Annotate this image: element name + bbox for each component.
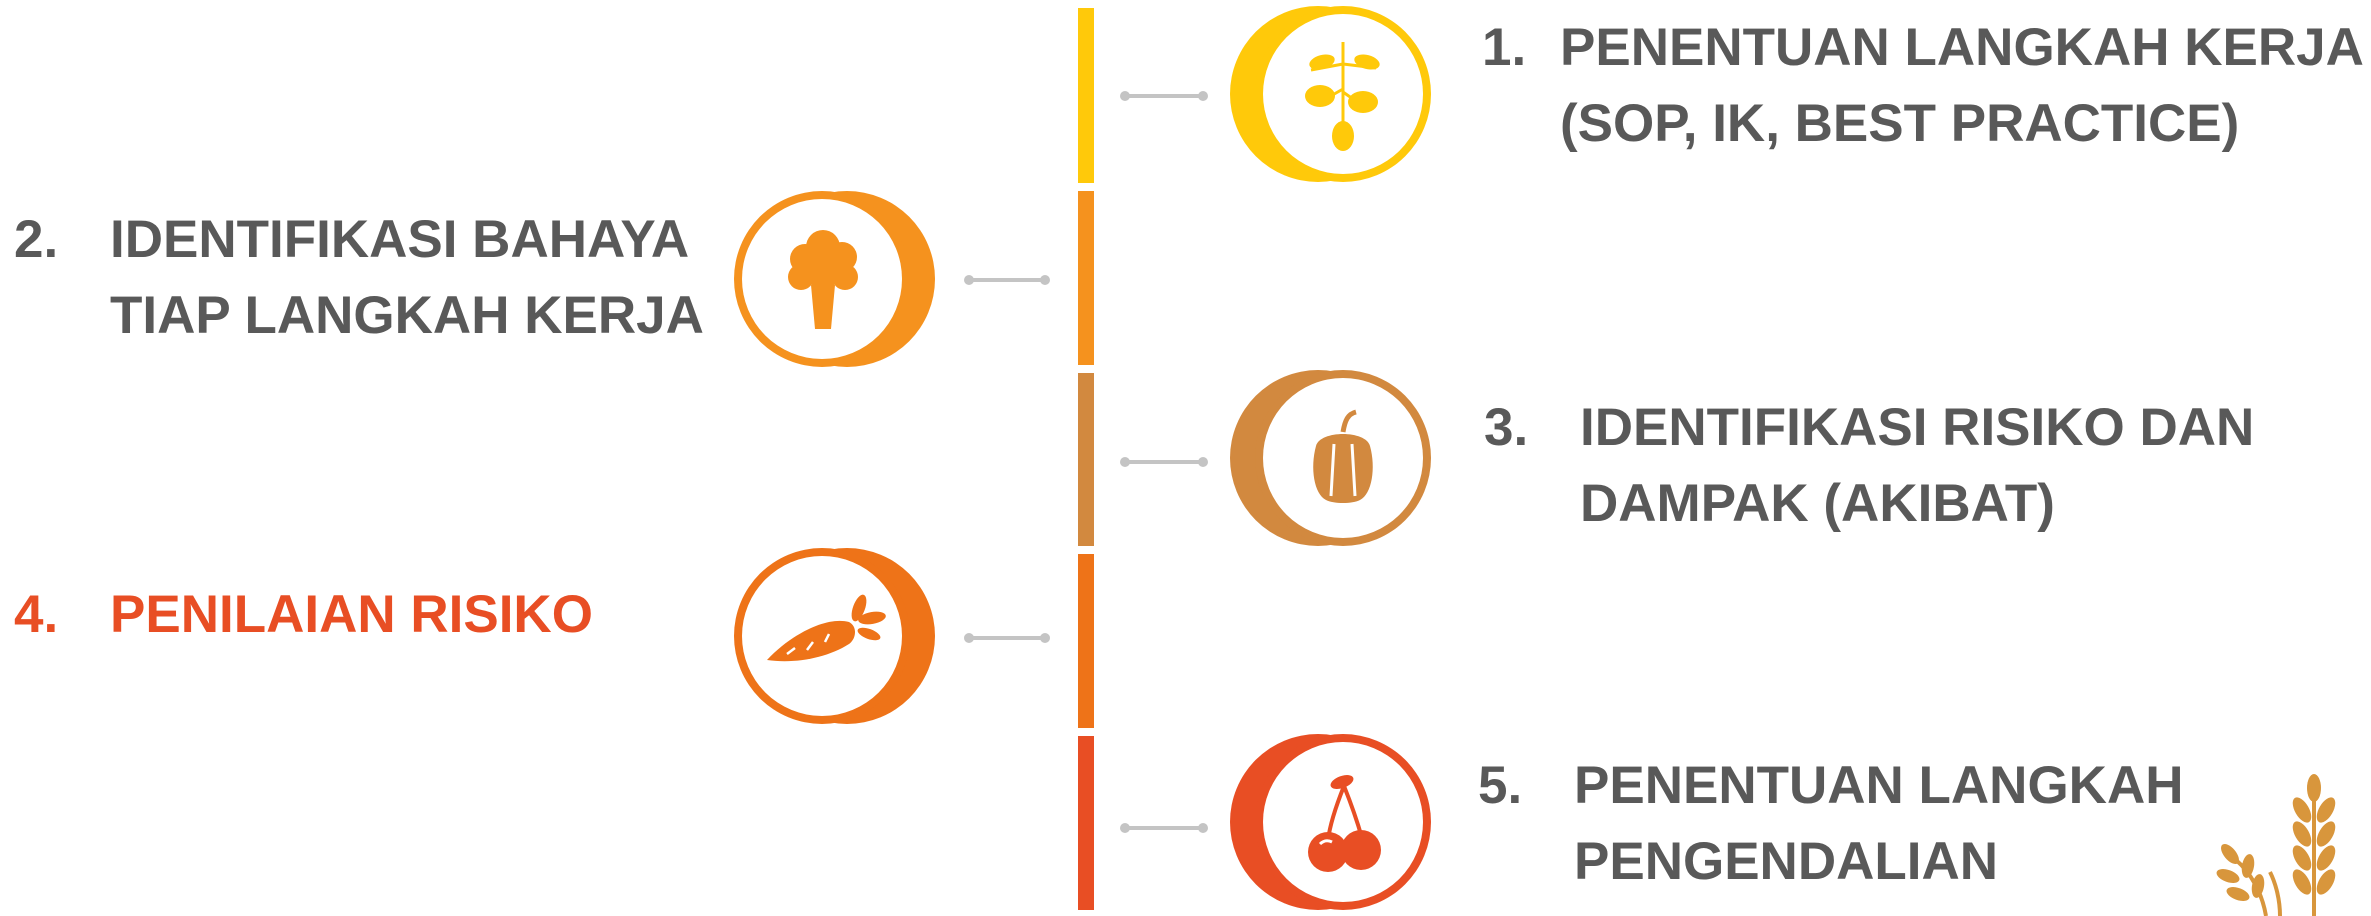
cherry-icon (1308, 775, 1381, 872)
connector-1 (1120, 91, 1208, 101)
step-1-badge (1228, 4, 1438, 184)
carrot-icon (767, 594, 886, 662)
step-5-line-1: PENENTUAN LANGKAH (1574, 756, 2184, 815)
timeline-segment-1 (1078, 8, 1094, 183)
timeline-segment-4 (1078, 554, 1094, 728)
connector-5 (1120, 823, 1208, 833)
step-2-badge (727, 189, 937, 369)
timeline-segment-3 (1078, 373, 1094, 546)
step-5-number: 5. (1478, 756, 1523, 815)
step-1-line-1: PENENTUAN LANGKAH KERJA (1560, 18, 2364, 77)
step-3-line-2: DAMPAK (AKIBAT) (1580, 474, 2055, 533)
timeline-segment-5 (1078, 736, 1094, 910)
step-1-line-2: (SOP, IK, BEST PRACTICE) (1560, 94, 2240, 153)
step-3-number: 3. (1484, 398, 1529, 457)
step-5-line-2: PENGENDALIAN (1574, 832, 1999, 891)
step-2-text: 2. IDENTIFIKASI BAHAYA TIAP LANGKAH KERJ… (14, 202, 714, 354)
wheat-icon (2216, 774, 2336, 916)
step-4-badge (727, 546, 937, 726)
step-3-badge (1228, 368, 1438, 548)
olive-branch-icon (1305, 42, 1380, 151)
connector-2 (964, 275, 1050, 285)
connector-3 (1120, 457, 1208, 467)
step-1-number: 1. (1482, 18, 1527, 77)
timeline-segment-2 (1078, 191, 1094, 365)
step-5-badge (1228, 732, 1438, 912)
step-1-text: 1. PENENTUAN LANGKAH KERJA (SOP, IK, BES… (1482, 10, 2364, 162)
broccoli-icon (788, 230, 858, 329)
step-4-text: 4. PENILAIAN RISIKO (14, 577, 654, 653)
bell-pepper-icon (1313, 409, 1373, 503)
step-5-text: 5. PENENTUAN LANGKAH PENGENDALIAN (1478, 748, 2238, 900)
step-2-number: 2. (14, 210, 59, 269)
step-4-number: 4. (14, 585, 59, 644)
step-4-line-1: PENILAIAN RISIKO (110, 585, 593, 644)
step-2-line-2: TIAP LANGKAH KERJA (110, 286, 704, 345)
step-3-line-1: IDENTIFIKASI RISIKO DAN (1580, 398, 2255, 457)
connector-4 (964, 633, 1050, 643)
step-3-text: 3. IDENTIFIKASI RISIKO DAN DAMPAK (AKIBA… (1484, 390, 2354, 542)
step-2-line-1: IDENTIFIKASI BAHAYA (110, 210, 690, 269)
